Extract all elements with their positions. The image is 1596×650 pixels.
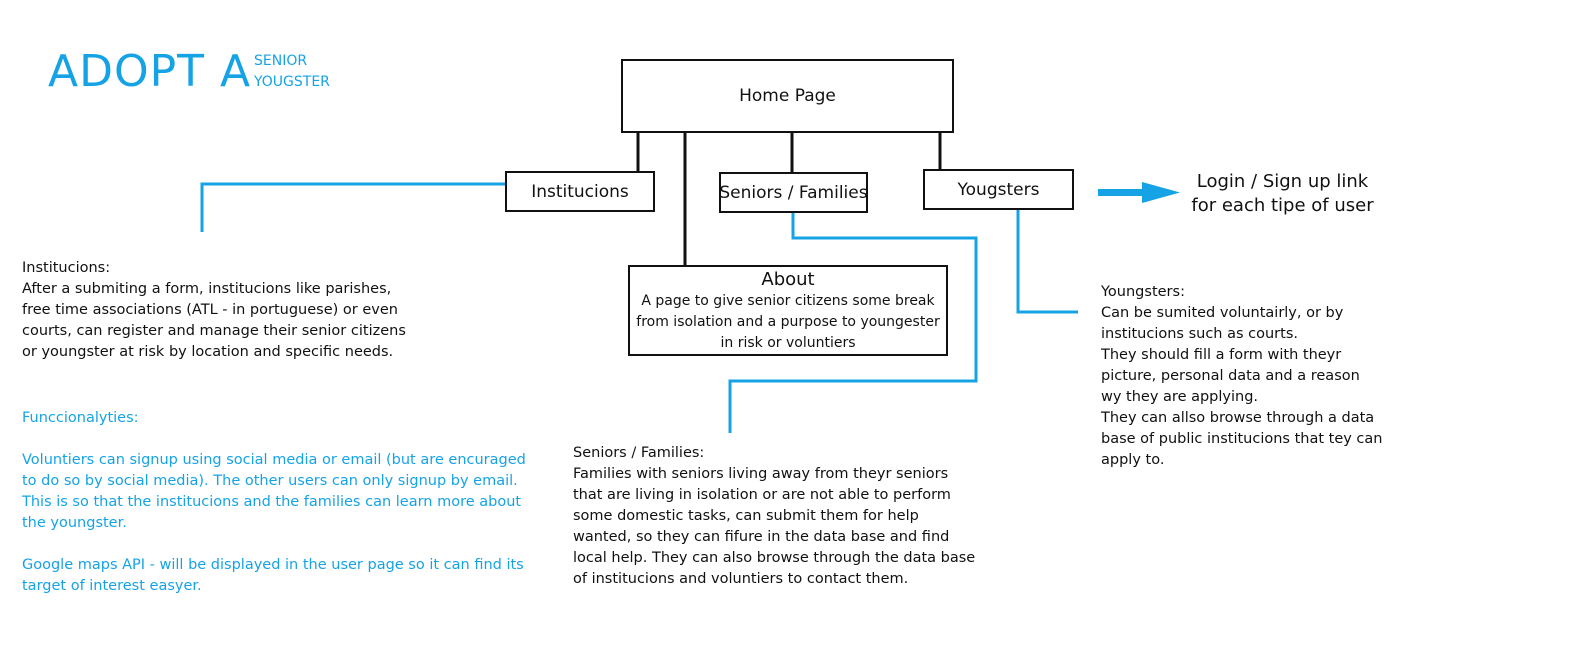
pointer-seniors-note (728, 212, 978, 433)
functionalities-line: This is so that the institucions and the… (22, 494, 522, 510)
seniors-families-node: Seniors / Families (719, 172, 868, 213)
app-title: ADOPT A (48, 46, 252, 97)
youngsters-note-line: institucions such as courts. (1101, 326, 1298, 342)
functionalities-spacer (22, 429, 526, 450)
youngsters-note-line: apply to. (1101, 452, 1165, 468)
title-option-yougster: YOUGSTER (254, 74, 330, 90)
functionalities-line: to do so by social media). The other use… (22, 473, 518, 489)
functionalities-line: Google maps API - will be displayed in t… (22, 557, 524, 573)
seniors-note-line: local help. They can also browse through… (573, 550, 976, 566)
youngsters-note-line: Can be sumited voluntairly, or by (1101, 305, 1344, 321)
institucions-note: Institucions: After a submiting a form, … (22, 258, 406, 363)
title-option-senior: SENIOR (254, 53, 308, 69)
functionalities-spacer (22, 534, 526, 555)
seniors-note-line: Families with seniors living away from t… (573, 466, 949, 482)
youngsters-note: Youngsters: Can be sumited voluntairly, … (1101, 282, 1382, 471)
seniors-note-line: of institucions and voluntiers to contac… (573, 571, 909, 587)
youngsters-note-line: They can allso browse through a data (1101, 410, 1375, 426)
about-node: About A page to give senior citizens som… (628, 265, 948, 356)
institucions-label: Institucions (531, 181, 629, 202)
youngsters-note-heading: Youngsters: (1101, 284, 1185, 300)
institucions-note-line: free time associations (ATL - in portugu… (22, 302, 398, 318)
institucions-note-line: After a submiting a form, institucions l… (22, 281, 392, 297)
about-description: A page to give senior citizens some brea… (636, 293, 940, 351)
title-options: SENIOR YOUGSTER (254, 51, 330, 93)
youngsters-note-line: wy they are applying. (1101, 389, 1259, 405)
home-page-label: Home Page (739, 86, 836, 106)
functionalities-line: the youngster. (22, 515, 127, 531)
seniors-families-label: Seniors / Families (719, 182, 868, 203)
home-page-node: Home Page (621, 59, 954, 133)
youngsters-note-line: base of public institucions that tey can (1101, 431, 1383, 447)
youngsters-note-line: They should fill a form with theyr (1101, 347, 1342, 363)
login-line-2: for each tipe of user (1191, 195, 1374, 216)
pointer-institucions-note (200, 182, 506, 232)
functionalities-line: target of interest easyer. (22, 578, 202, 594)
login-signup-note: Login / Sign up link for each tipe of us… (1180, 170, 1385, 218)
institucions-node: Institucions (505, 171, 655, 212)
seniors-note-line: some domestic tasks, can submit them for… (573, 508, 919, 524)
institucions-note-line: courts, can register and manage their se… (22, 323, 406, 339)
functionalities-note: Funccionalyties: Voluntiers can signup u… (22, 408, 526, 597)
functionalities-line: Voluntiers can signup using social media… (22, 452, 526, 468)
seniors-note-line: wanted, so they can fifure in the data b… (573, 529, 950, 545)
arrow-right-icon (1098, 182, 1180, 203)
functionalities-heading: Funccionalyties: (22, 410, 139, 426)
seniors-note-heading: Seniors / Families: (573, 445, 705, 461)
about-title: About (761, 269, 815, 290)
youngsters-note-line: picture, personal data and a reason (1101, 368, 1360, 384)
yougsters-label: Yougsters (957, 179, 1040, 200)
seniors-families-note: Seniors / Families: Families with senior… (573, 443, 975, 590)
login-line-1: Login / Sign up link (1196, 171, 1369, 192)
yougsters-node: Yougsters (923, 169, 1074, 210)
institucions-note-line: or youngster at risk by location and spe… (22, 344, 394, 360)
seniors-note-line: that are living in isolation or are not … (573, 487, 951, 503)
institucions-note-heading: Institucions: (22, 260, 111, 276)
pointer-yougsters-note (1016, 209, 1078, 314)
